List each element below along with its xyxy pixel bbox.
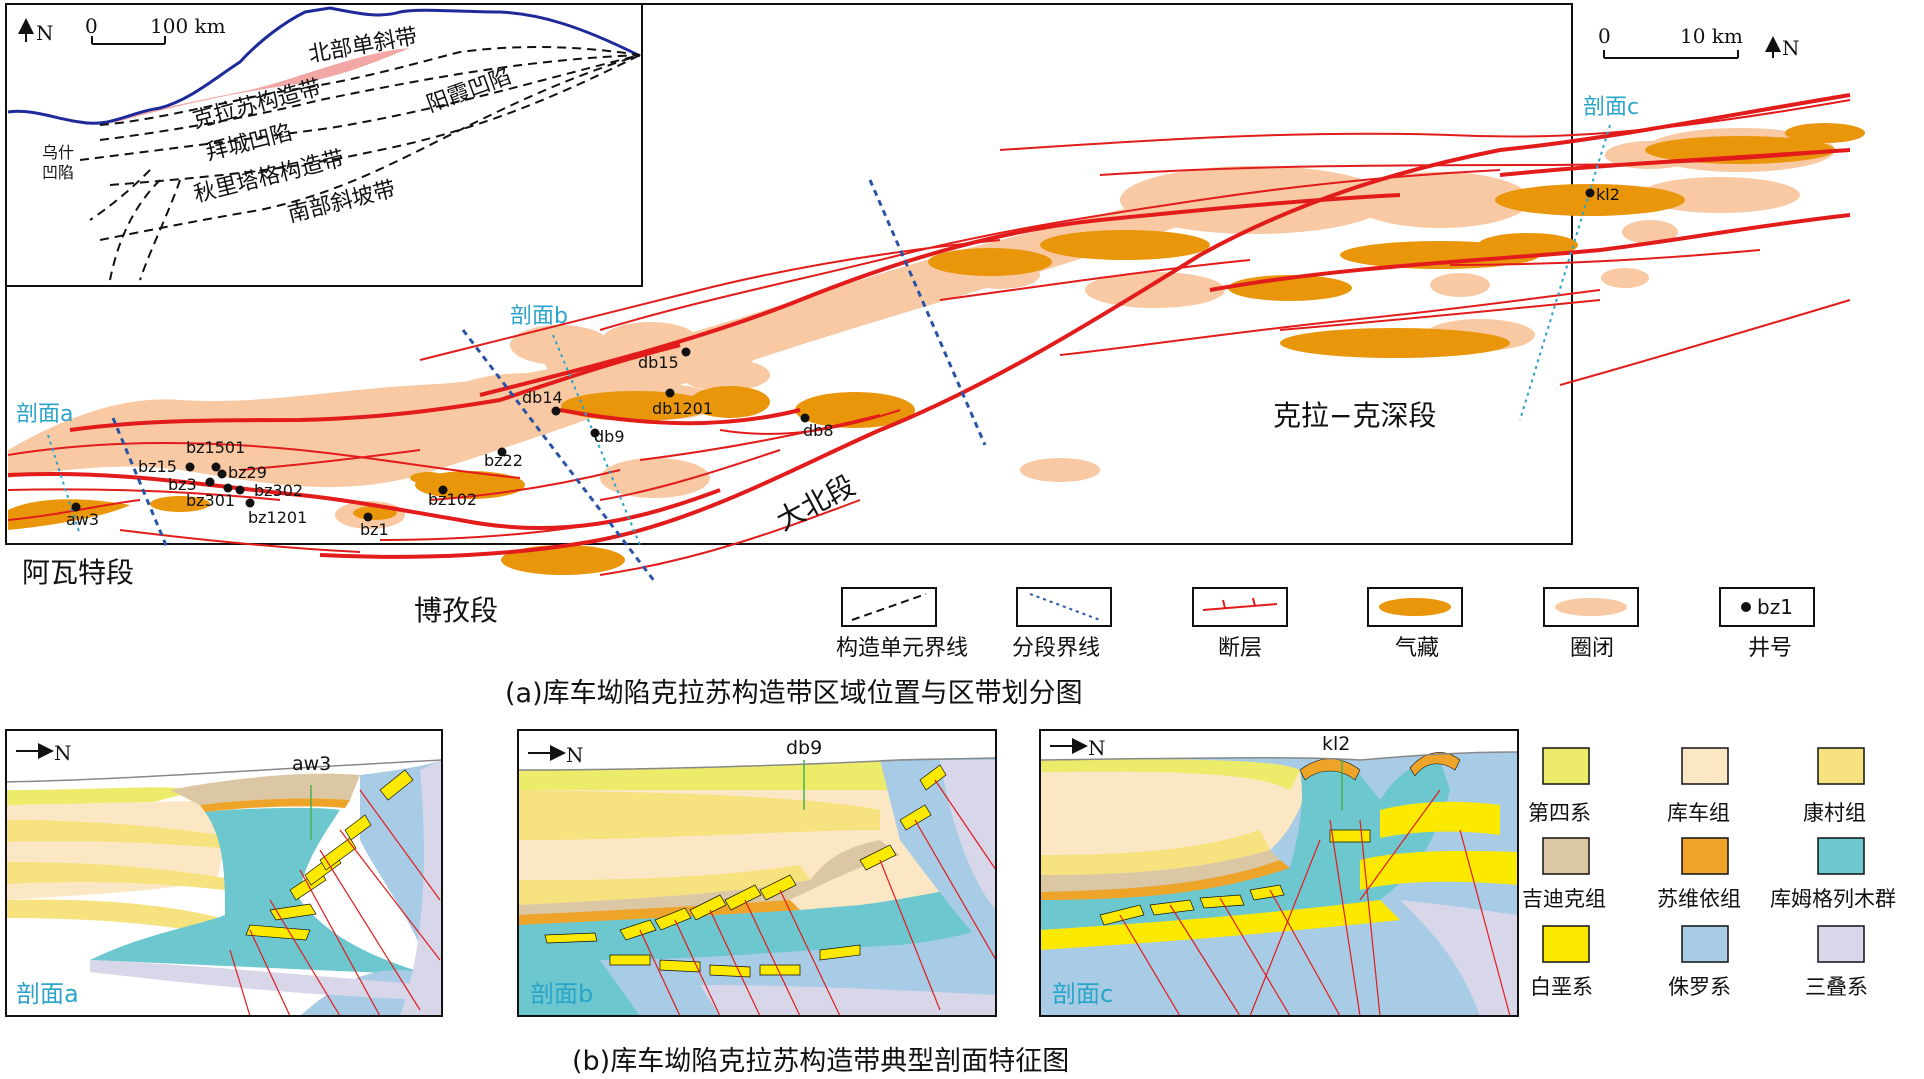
legend-jurassic: 侏罗系 xyxy=(1668,975,1731,999)
section-a-label: 剖面a xyxy=(16,980,79,1008)
well-label: kl2 xyxy=(1596,185,1620,204)
well-label: bz1501 xyxy=(186,438,245,457)
segment-dabei: 大北段 xyxy=(771,469,861,538)
map-legend: 构造单元界线 分段界线 断层 气藏 圈闭 bz1 井号 xyxy=(836,587,1815,661)
well-dot xyxy=(681,347,691,357)
map-scale-bar: 0 10 km xyxy=(1598,24,1743,59)
svg-text:N: N xyxy=(54,741,72,765)
legend-suweiyi: 苏维依组 xyxy=(1657,887,1741,911)
well-dot xyxy=(71,502,81,512)
well-dot xyxy=(551,406,561,416)
well-dot xyxy=(245,498,255,508)
svg-text:N: N xyxy=(36,21,54,45)
strat-legend: 第四系 库车组 康村组 吉迪克组 苏维依组 库姆格列木群 白垩系 侏罗系 三叠系 xyxy=(1522,747,1896,999)
section-b: N db9 剖面b xyxy=(517,729,997,1017)
profile-c-label: 剖面c xyxy=(1583,95,1639,120)
well-label: bz29 xyxy=(228,463,267,482)
well-label: bz1 xyxy=(360,520,389,539)
section-b-well: db9 xyxy=(786,737,822,759)
legend-unit-boundary: 构造单元界线 xyxy=(836,636,968,661)
legend-well: 井号 xyxy=(1748,636,1792,661)
well-label: bz3 xyxy=(168,475,197,494)
well-dot xyxy=(438,485,448,495)
segment-boundaries xyxy=(111,179,987,583)
well-label: bz302 xyxy=(254,481,303,500)
segment-kela: 克拉−克深段 xyxy=(1273,399,1436,432)
svg-text:0: 0 xyxy=(1598,24,1611,48)
unit-wushi-2: 凹陷 xyxy=(42,163,74,182)
well-label: bz102 xyxy=(428,490,477,509)
well-dot xyxy=(205,477,215,487)
well-dot xyxy=(185,462,195,472)
unit-boundaries xyxy=(79,45,641,281)
wells xyxy=(71,188,1595,522)
well-dot xyxy=(211,462,221,472)
well-dot xyxy=(235,485,245,495)
well-label: bz301 xyxy=(186,491,235,510)
location-inset: 北部单斜带 克拉苏构造带 拜城凹陷 阳霞凹陷 秋里塔格构造带 南部斜坡带 乌什 … xyxy=(5,3,643,287)
legend-kuqa: 库车组 xyxy=(1667,801,1730,825)
profile-a-label: 剖面a xyxy=(16,402,73,427)
well-dot xyxy=(363,512,373,522)
well-label: db14 xyxy=(522,388,563,407)
caption-b: (b)库车坳陷克拉苏构造带典型剖面特征图 xyxy=(572,1046,1069,1077)
legend-kangcun: 康村组 xyxy=(1803,801,1866,825)
legend-trap: 圈闭 xyxy=(1570,636,1614,661)
legend-well-symbol: bz1 xyxy=(1757,595,1793,619)
well-dot xyxy=(217,469,227,479)
inset-scale-bar: 0 100 km xyxy=(85,14,226,45)
well-dot xyxy=(800,413,810,423)
section-b-label: 剖面b xyxy=(530,980,593,1008)
segment-awate: 阿瓦特段 xyxy=(22,556,134,589)
legend-triassic: 三叠系 xyxy=(1805,975,1868,999)
well-label: bz15 xyxy=(138,457,177,476)
legend-jidike: 吉迪克组 xyxy=(1522,887,1606,911)
well-label: db1201 xyxy=(652,399,713,418)
section-a: N aw3 剖面a xyxy=(5,729,443,1017)
minor-faults xyxy=(7,99,1851,576)
segment-bozi: 博孜段 xyxy=(414,594,498,627)
legend-fault: 断层 xyxy=(1218,636,1262,661)
well-dot xyxy=(590,428,600,438)
legend-segment-boundary: 分段界线 xyxy=(1012,636,1100,661)
svg-text:N: N xyxy=(1088,736,1106,760)
legend-quaternary: 第四系 xyxy=(1528,801,1591,825)
well-label: db8 xyxy=(803,421,834,440)
well-dot xyxy=(223,483,233,493)
svg-text:100 km: 100 km xyxy=(150,14,226,38)
section-c: N kl2 剖面c xyxy=(1039,729,1519,1017)
well-label: db9 xyxy=(594,427,625,446)
profile-b-label: 剖面b xyxy=(510,304,568,329)
north-arrow-icon: N xyxy=(1765,36,1800,60)
kelasu-belt-fill xyxy=(105,48,410,125)
legend-gas-pool: 气藏 xyxy=(1395,636,1439,661)
well-label: bz22 xyxy=(484,451,523,470)
inset-north-icon: N xyxy=(18,18,54,45)
well-dot xyxy=(497,447,507,457)
section-a-well: aw3 xyxy=(292,753,331,775)
svg-text:10 km: 10 km xyxy=(1680,24,1743,48)
well-dot xyxy=(665,388,675,398)
well-dot xyxy=(1585,188,1595,198)
legend-kumugeliemu: 库姆格列木群 xyxy=(1770,887,1896,911)
coastline xyxy=(7,6,641,125)
unit-wushi: 乌什 xyxy=(42,143,74,162)
well-label: db15 xyxy=(638,353,679,372)
well-labels: bz1501 bz15 bz29 bz3 bz302 bz301 bz1201 … xyxy=(66,185,1620,539)
section-c-well: kl2 xyxy=(1322,733,1350,755)
major-faults xyxy=(7,93,1851,559)
svg-text:N: N xyxy=(1782,36,1800,60)
legend-cretaceous: 白垩系 xyxy=(1530,975,1593,999)
profile-lines xyxy=(47,124,1611,546)
well-label: aw3 xyxy=(66,510,99,529)
svg-text:N: N xyxy=(566,743,584,767)
well-label: bz1201 xyxy=(248,508,307,527)
svg-text:0: 0 xyxy=(85,14,98,38)
regional-map: bz1501 bz15 bz29 bz3 bz302 bz301 bz1201 … xyxy=(5,3,1865,627)
caption-a: (a)库车坳陷克拉苏构造带区域位置与区带划分图 xyxy=(505,678,1083,709)
section-c-label: 剖面c xyxy=(1052,980,1113,1008)
